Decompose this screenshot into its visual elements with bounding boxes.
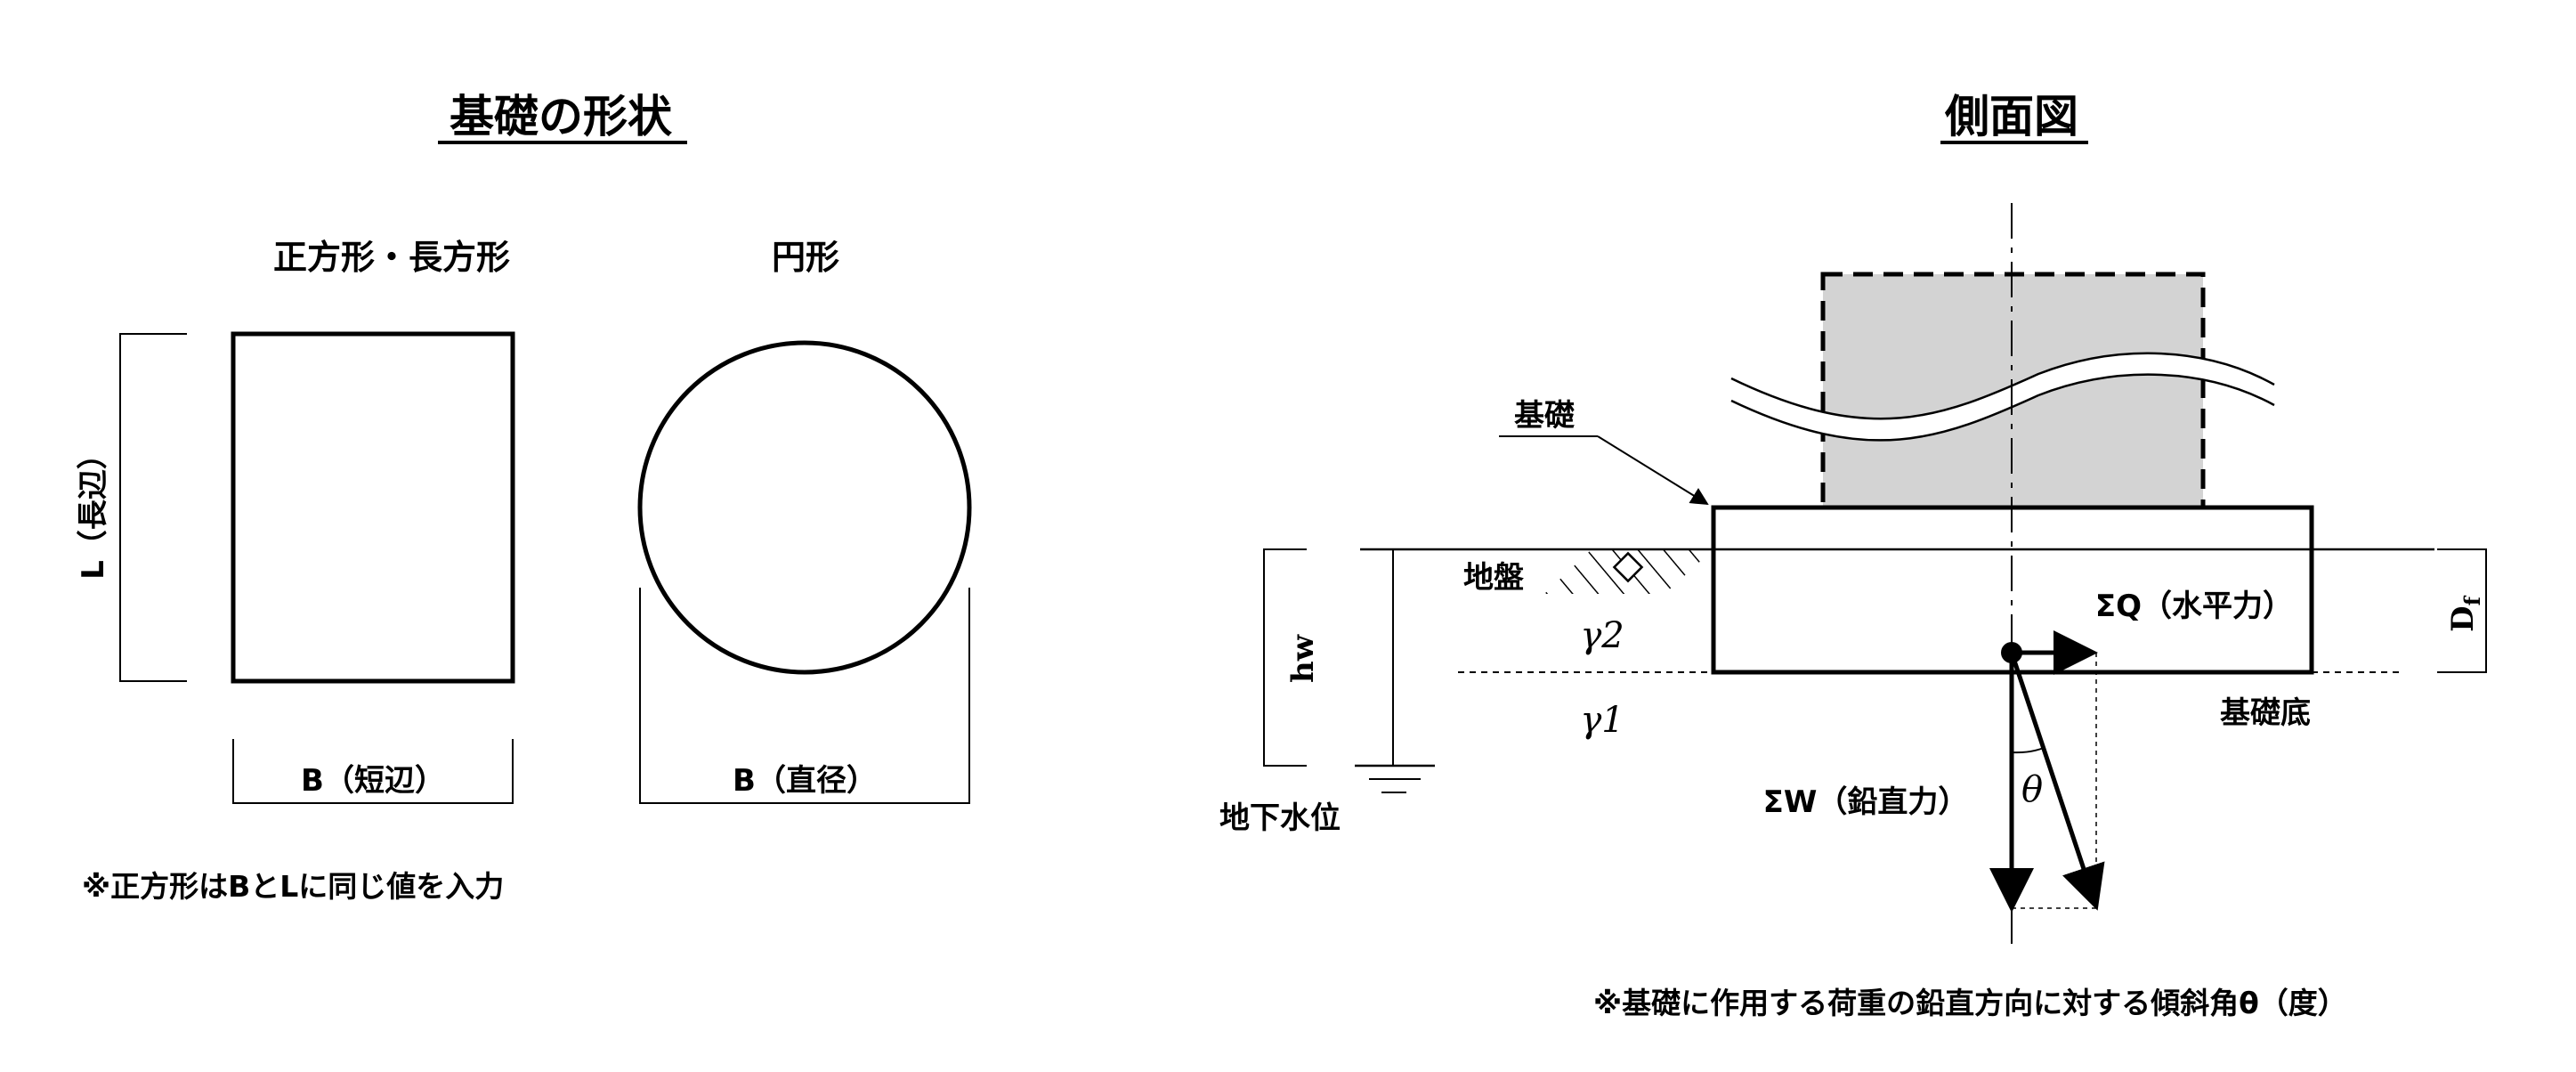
right-panel-title: 側面図 [1944, 91, 2078, 142]
groundwater-label: 地下水位 [1219, 800, 1341, 836]
hw-bracket [1263, 548, 1307, 767]
break-line-upper [1730, 352, 2275, 420]
vertical-force-label: ΣW（鉛直力） [1763, 784, 1969, 820]
resultant-force-arrow [2009, 652, 2105, 911]
circle-footprint [637, 340, 972, 675]
width-label: B（短辺） [301, 763, 445, 799]
width-dimension-bracket [232, 739, 514, 804]
hw-label: hw [1285, 634, 1321, 683]
horizontal-force-label: ΣQ（水平力） [2095, 589, 2293, 624]
base-label: 基礎底 [2220, 695, 2311, 731]
gamma1-label: γ1 [1580, 700, 1624, 741]
foundation-leader-diagonal [1597, 435, 1709, 506]
ground-label: 地盤 [1463, 560, 1524, 596]
df-label-group: Df [2445, 595, 2485, 631]
right-panel-note: ※基礎に作用する荷重の鉛直方向に対する傾斜角θ（度） [1593, 986, 2347, 1020]
length-label: L（長辺） [76, 439, 111, 580]
ground-hatch-symbol [1612, 551, 1644, 583]
diameter-label: B（直径） [733, 763, 877, 799]
df-label: Df [2445, 595, 2485, 631]
gamma2-label: γ2 [1580, 615, 1624, 656]
left-panel: 基礎の形状 正方形・長方形 円形 L（長辺） B（短辺） B（直径） ※正方形は… [76, 91, 972, 904]
rectangle-footprint [231, 331, 515, 684]
rect-caption: 正方形・長方形 [273, 238, 510, 277]
circle-caption: 円形 [772, 238, 839, 277]
df-bracket [2437, 548, 2487, 673]
diameter-dimension-bracket [639, 588, 970, 804]
length-dimension-bracket [119, 333, 187, 682]
left-panel-note: ※正方形はBとLに同じ値を入力 [82, 869, 504, 904]
foundation-label: 基礎 [1514, 398, 1575, 434]
left-panel-title: 基礎の形状 [450, 91, 673, 142]
theta-label: θ [2021, 769, 2043, 810]
right-panel: 側面図 基礎 地盤 hw 地下水位 [1219, 91, 2487, 1020]
break-line-lower [1730, 373, 2275, 442]
theta-arc [2011, 747, 2045, 754]
df-subscript: f [2459, 595, 2485, 605]
